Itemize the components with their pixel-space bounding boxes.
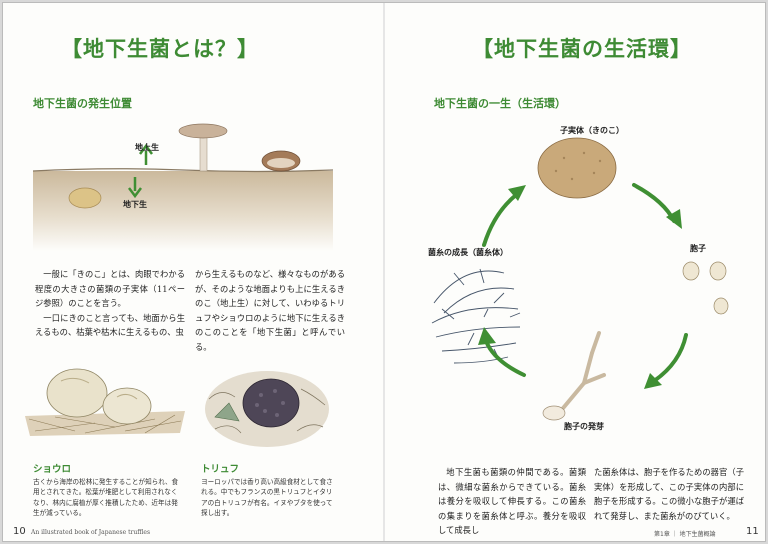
life-cycle-diagram [431,137,729,421]
germination-illustration [557,331,606,415]
page-title: 【地下生菌の生活環】 [472,37,692,61]
section-subtitle: 地下生菌の一生（生活環） [434,97,566,110]
body-column-1: 一般に「きのこ」とは、肉眼でわかる程度の大きさの菌類の子実体（11ページ参照）の… [35,267,185,340]
page-number: 11 [746,526,759,537]
caption-truffle-text: ヨーロッパでは香り高い高級食材として食される。中でもフランスの黒トリュフとイタリ… [201,478,333,518]
right-page: 【地下生菌の生活環】 地下生菌の一生（生活環） [384,3,765,541]
truffle-illustration [205,371,329,447]
label-germination: 胞子の発芽 [564,422,604,431]
gutter [383,3,385,541]
label-spore: 胞子 [690,244,706,253]
cycle-arrow-icon [482,183,688,383]
caption-shoro-text: 古くから海岸の松林に発生することが知られ、食用とされてきた。松葉が堆肥として利用… [33,478,179,518]
underground-truffle [68,187,102,209]
label-above-ground: 地上生 [135,143,159,152]
mushroom-tall [178,123,228,172]
mushroom-short [261,150,301,172]
page-number: 10 [13,526,26,537]
body-paragraph: 一般に「きのこ」とは、肉眼でわかる程度の大きさの菌類の子実体（11ページ参照）の… [35,269,185,309]
body-paragraph: た菌糸体は、胞子を作るための器官（子実体）を形成して、この子実体の内部に胞子を形… [594,467,744,521]
fruit-body-illustration [537,137,617,199]
running-head: An illustrated book of Japanese truffles [31,529,151,536]
arrowhead-icon [478,185,682,389]
shoro-illustration [25,368,185,436]
ground-illustration [32,123,334,251]
body-paragraph: 一口にきのこと言っても、地面から生えるもの、枯葉や枯木に生えるもの、虫 [35,312,185,338]
running-head: 第1章 ｜ 地下生菌概論 [654,531,716,538]
section-subtitle: 地下生菌の発生位置 [33,97,132,110]
label-mycelium: 菌糸の成長（菌糸体） [428,248,508,257]
label-fruit-body: 子実体（きのこ） [560,126,624,135]
left-page: 【地下生菌とは？】 地下生菌の発生位置 [3,3,384,541]
spore-illustration [682,261,729,315]
up-arrow-icon [139,143,153,165]
body-column-1: 地下生菌も菌類の仲間である。菌類は、微細な菌糸からできている。菌糸は養分を吸収し… [438,465,586,538]
label-below-ground: 地下生 [123,200,147,209]
mycelium-illustration [431,268,521,364]
body-paragraph: 地下生菌も菌類の仲間である。菌類は、微細な菌糸からできている。菌糸は養分を吸収し… [438,467,586,536]
body-paragraph: から生えるものなど、様々なものがあるが、そのような地面よりも上に生えるきのこ（地… [195,269,345,352]
body-column-2: た菌糸体は、胞子を作るための器官（子実体）を形成して、この子実体の内部に胞子を形… [594,465,744,523]
caption-truffle-title: トリュフ [201,464,240,475]
down-arrow-icon [128,177,142,199]
body-column-2: から生えるものなど、様々なものがあるが、そのような地面よりも上に生えるきのこ（地… [195,267,345,355]
page-title: 【地下生菌とは？】 [61,37,259,61]
caption-shoro-title: ショウロ [33,464,72,475]
